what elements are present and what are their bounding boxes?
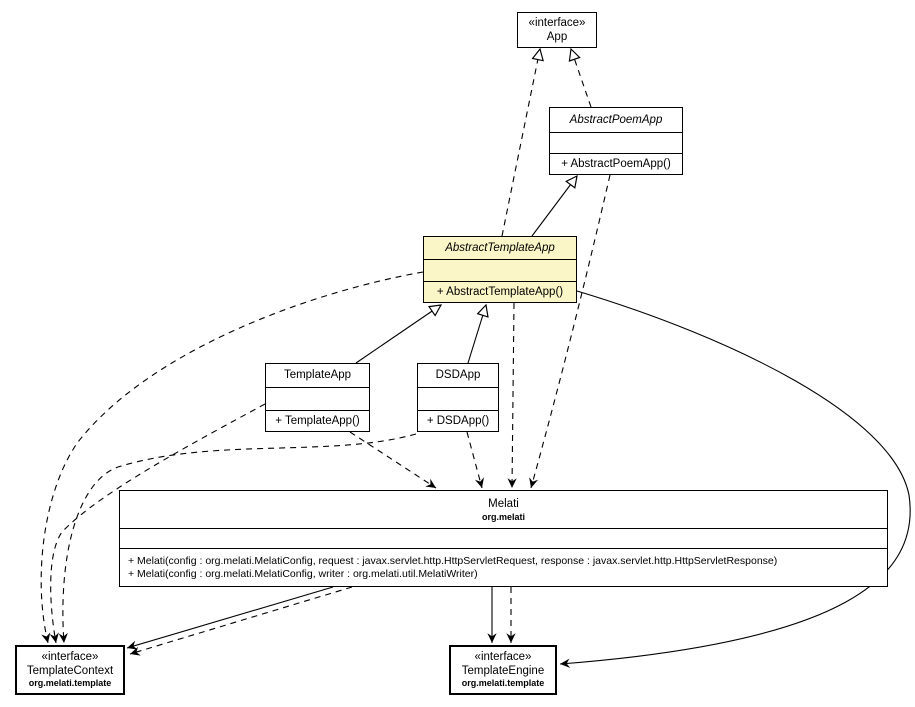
class-box-app[interactable]: «interface» App [517,12,597,48]
templateapp-attributes [266,387,369,410]
abstractpoemapp-constructor: + AbstractPoemApp() [561,158,671,170]
abstracttemplateapp-operations: + AbstractTemplateApp() [424,281,576,302]
app-header: «interface» App [518,16,596,45]
templateengine-header: «interface» TemplateEngine org.melati.te… [451,651,555,689]
edge-abstractpoemapp-realizes-app [568,47,592,108]
melati-operations: + Melati(config : org.melati.MelatiConfi… [120,548,887,586]
abstractpoemapp-attributes [550,132,682,153]
abstracttemplateapp-header: AbstractTemplateApp [424,237,576,259]
edge-templateapp-uses-templatecontext [49,403,266,644]
templatecontext-class-name: TemplateContext [26,665,114,677]
melati-constructor-writer: + Melati(config : org.melati.MelatiConfi… [128,567,478,580]
edge-abstracttemplateapp-uses-melati [507,302,517,489]
dsdapp-attributes [418,387,498,410]
melati-attributes [120,528,887,548]
templateengine-stereotype: «interface» [474,651,532,663]
templatecontext-package: org.melati.template [28,678,112,688]
edge-abstractpoemapp-uses-melati [529,174,611,489]
abstracttemplateapp-class-name: AbstractTemplateApp [445,241,555,254]
class-box-abstractpoemapp[interactable]: AbstractPoemApp + AbstractPoemApp() [549,107,683,175]
templateapp-constructor: + TemplateApp() [275,415,360,427]
app-stereotype: «interface» [528,16,586,29]
class-box-melati[interactable]: Melati org.melati + Melati(config : org.… [119,490,888,587]
edge-abstracttemplateapp-realizes-app [501,47,544,237]
edge-abstracttemplateapp-uses-templatecontext [40,271,424,644]
edge-dsdapp-uses-melati [466,431,484,489]
abstracttemplateapp-attributes [424,259,576,281]
class-box-dsdapp[interactable]: DSDApp + DSDApp() [417,363,499,432]
class-box-templateapp[interactable]: TemplateApp + TemplateApp() [265,363,370,432]
abstractpoemapp-operations: + AbstractPoemApp() [550,153,682,174]
class-box-templateengine[interactable]: «interface» TemplateEngine org.melati.te… [449,645,557,695]
app-class-name: App [546,30,568,43]
templateapp-header: TemplateApp [266,364,369,387]
templatecontext-header: «interface» TemplateContext org.melati.t… [17,651,123,689]
abstractpoemapp-header: AbstractPoemApp [550,108,682,132]
templateengine-package: org.melati.template [461,678,545,688]
templateapp-class-name: TemplateApp [283,369,352,381]
edge-dsdapp-uses-templatecontext [58,433,417,644]
dsdapp-header: DSDApp [418,364,498,387]
edge-dsdapp-extends-abstracttemplateapp [467,303,489,364]
edge-melati-uses-templatecontext [129,586,353,656]
templatecontext-stereotype: «interface» [41,651,99,663]
templateengine-class-name: TemplateEngine [461,665,545,677]
edge-templateapp-uses-melati [349,431,437,489]
edge-abstracttemplateapp-assoc-templateengine [559,290,911,668]
edge-templateapp-extends-abstracttemplateapp [355,304,443,364]
abstracttemplateapp-constructor: + AbstractTemplateApp() [436,286,564,298]
edge-melati-assoc-templatecontext [126,586,334,650]
melati-constructor-request: + Melati(config : org.melati.MelatiConfi… [128,554,778,567]
dsdapp-operations: + DSDApp() [418,410,498,431]
class-box-templatecontext[interactable]: «interface» TemplateContext org.melati.t… [15,645,125,695]
edge-abstracttemplateapp-extends-abstractpoemapp [531,174,578,237]
dsdapp-class-name: DSDApp [435,369,481,381]
abstractpoemapp-class-name: AbstractPoemApp [569,113,663,126]
class-box-abstracttemplateapp[interactable]: AbstractTemplateApp + AbstractTemplateAp… [423,236,577,303]
melati-package: org.melati [481,511,525,522]
melati-header: Melati org.melati [120,491,887,528]
melati-class-name: Melati [488,497,519,510]
templateapp-operations: + TemplateApp() [266,410,369,431]
dsdapp-constructor: + DSDApp() [426,415,490,427]
